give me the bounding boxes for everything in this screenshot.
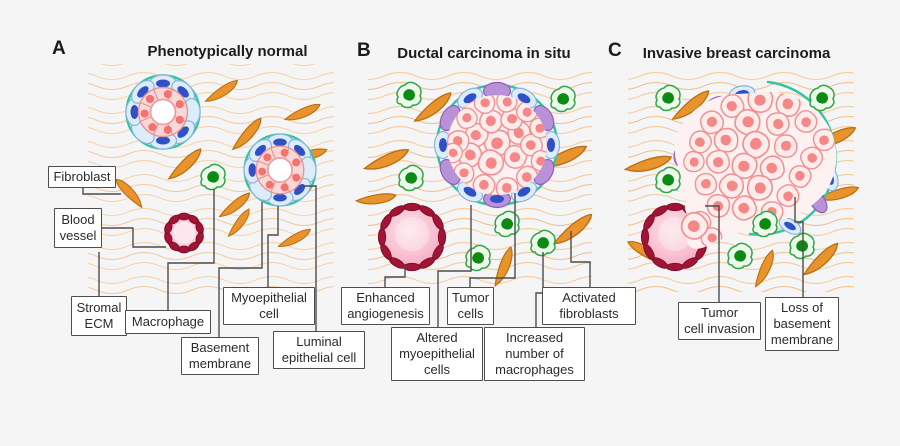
panel-title-a: Phenotypically normal [147,43,308,60]
panel-letter-b: B [357,40,371,61]
connector-altered-myoepithelial [437,205,472,329]
panel-letter-c: C [608,40,622,61]
connector-macrophage [167,189,215,311]
tumor-cells-dcis [447,95,547,195]
label-box-increased-macrophages: Increased number of macrophages [484,327,585,381]
connector-myoepithelial-cell [267,206,279,289]
normal-duct-1 [124,73,202,151]
connector-tumor-cells [469,193,516,289]
label-box-macrophage: Macrophage [125,310,211,334]
connector-tumor-cell-invasion [705,205,720,304]
connector-loss-basement-membrane [794,197,804,299]
connector-enhanced-angiogenesis [384,266,406,289]
label-box-basement-membrane: Basement membrane [181,337,259,375]
label-box-luminal-epithelial-cell: Luminal epithelial cell [273,331,365,369]
panel-title-b: Ductal carcinoma in situ [397,45,571,62]
label-box-activated-fibroblasts: Activated fibroblasts [542,287,636,325]
label-box-stromal-ecm: Stromal ECM [71,296,127,336]
label-connectors [82,185,804,339]
panel-title-c: Invasive breast carcinoma [642,45,831,62]
label-box-myoepithelial-cell: Myoepithelial cell [223,287,315,325]
panel-a-illustration [88,64,334,294]
connector-basement-membrane [218,202,263,339]
dcis-duct [433,81,561,209]
label-box-enhanced-angiogenesis: Enhanced angiogenesis [341,287,430,325]
connector-fibroblast [82,188,121,195]
normal-duct-2 [242,132,318,208]
panel-b-illustration [355,72,597,289]
connector-activated-fibroblasts [570,231,591,289]
invasive-tumor-mass [672,80,839,249]
panel-c-illustration [623,72,861,292]
label-box-altered-myoepithelial-cells: Altered myoepithelial cells [391,327,483,381]
tumor-cells-invasive [674,91,837,249]
label-box-tumor-cells: Tumor cells [447,287,494,325]
label-box-loss-of-basement-membrane: Loss of basement membrane [765,297,839,351]
connector-luminal-epithelial-cell [303,185,317,332]
label-box-tumor-cell-invasion: Tumor cell invasion [678,302,761,340]
connector-blood-vessel [102,227,166,248]
label-box-blood-vessel: Blood vessel [54,208,102,248]
connector-increased-macrophages [535,252,544,329]
panel-letter-a: A [52,38,66,59]
label-box-fibroblast: Fibroblast [48,166,116,188]
